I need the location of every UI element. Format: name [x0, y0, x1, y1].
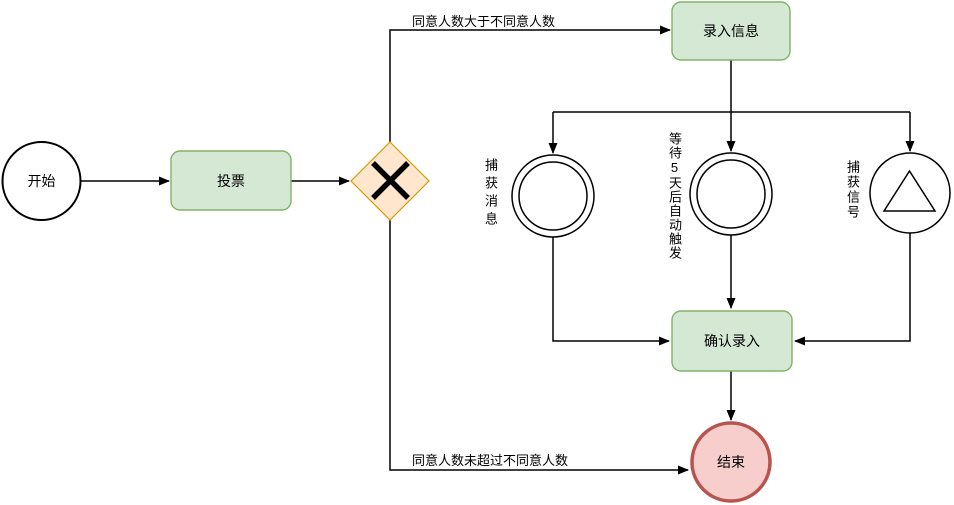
end-event-node — [690, 421, 772, 503]
edge-catch-message-to-confirm — [552, 237, 670, 346]
edge-layer — [81, 25, 915, 475]
catch-message-event-node — [511, 154, 595, 238]
edge-gateway-to-end — [389, 220, 689, 475]
edge-gateway-to-enter-info — [389, 25, 671, 142]
inner-ring-icon — [518, 161, 588, 231]
edge-catch-signal-to-confirm — [794, 233, 911, 346]
condition-reject-label: 同意人数未超过不同意人数 — [412, 453, 569, 468]
catch-message-event-label: 捕获消息 — [483, 158, 498, 230]
signal-triangle-icon — [882, 169, 937, 212]
catch-signal-event-node — [869, 152, 951, 234]
catch-signal-event-label: 捕获信号 — [845, 160, 860, 220]
condition-approve-label: 同意人数大于不同意人数 — [412, 14, 556, 29]
vote-task-node — [170, 150, 292, 211]
inner-ring-icon — [696, 159, 766, 229]
start-event-node — [1, 141, 82, 221]
confirm-entry-task-node — [671, 310, 793, 372]
enter-info-task-node — [671, 1, 791, 61]
wait-timer-event-node — [689, 152, 773, 236]
gateway-x-icon — [371, 161, 410, 200]
wait-timer-event-label: 等待5天后自动触发 — [667, 132, 682, 260]
